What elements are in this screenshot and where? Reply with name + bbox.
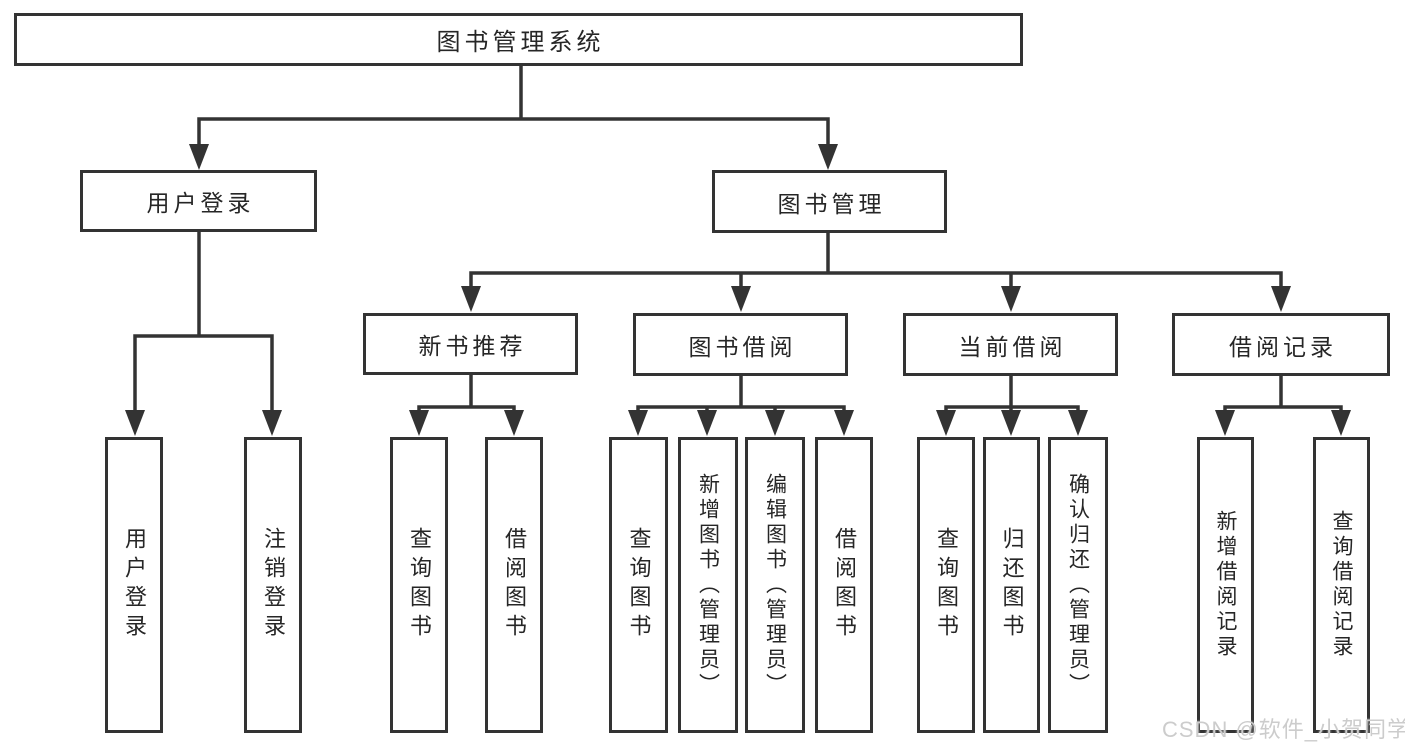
leaf-query-books-current-label: 查询图书	[934, 527, 959, 643]
leaf-user-login: 用户登录	[105, 437, 163, 733]
leaf-query-books-borrow-label: 查询图书	[626, 527, 652, 643]
leaf-query-books-borrow: 查询图书	[609, 437, 668, 733]
leaf-edit-book-admin-label: 编辑图书（管理员）	[763, 472, 787, 698]
node-root-label: 图书管理系统	[436, 29, 605, 56]
leaf-borrow-books-borrow: 借阅图书	[815, 437, 873, 733]
leaf-confirm-return-admin: 确认归还（管理员）	[1048, 437, 1108, 733]
node-borrow-records: 借阅记录	[1172, 313, 1390, 376]
node-root: 图书管理系统	[14, 13, 1023, 66]
node-book-management: 图书管理	[712, 170, 947, 233]
node-current-borrow: 当前借阅	[903, 313, 1118, 376]
leaf-return-books-label: 归还图书	[999, 527, 1025, 643]
node-current-borrow-label: 当前借阅	[958, 333, 1067, 360]
leaf-query-books-current: 查询图书	[917, 437, 975, 733]
leaf-add-book-admin: 新增图书（管理员）	[678, 437, 738, 733]
leaf-query-borrow-record-label: 查询借阅记录	[1330, 510, 1353, 660]
node-book-management-label: 图书管理	[777, 190, 886, 217]
leaf-borrow-books-borrow-label: 借阅图书	[832, 527, 857, 643]
leaf-return-books: 归还图书	[983, 437, 1040, 733]
node-user-login: 用户登录	[80, 170, 317, 232]
leaf-query-books-recommend-label: 查询图书	[407, 527, 432, 643]
leaf-add-borrow-record: 新增借阅记录	[1197, 437, 1254, 733]
leaf-add-borrow-record-label: 新增借阅记录	[1214, 510, 1237, 660]
leaf-user-login-label: 用户登录	[122, 527, 147, 643]
node-book-borrow: 图书借阅	[633, 313, 848, 376]
csdn-watermark: CSDN @软件_小贺同学	[1162, 717, 1405, 742]
node-user-login-label: 用户登录	[146, 190, 255, 216]
node-book-borrow-label: 图书借阅	[688, 333, 797, 360]
leaf-borrow-books-recommend-label: 借阅图书	[502, 527, 527, 643]
leaf-query-books-recommend: 查询图书	[390, 437, 448, 733]
leaf-add-book-admin-label: 新增图书（管理员）	[696, 472, 720, 698]
leaf-confirm-return-admin-label: 确认归还（管理员）	[1066, 472, 1090, 698]
leaf-logout-login: 注销登录	[244, 437, 302, 733]
arrowheads	[125, 144, 1351, 436]
node-borrow-records-label: 借阅记录	[1229, 333, 1337, 360]
node-new-book-recommend-label: 新书推荐	[418, 333, 527, 359]
leaf-query-borrow-record: 查询借阅记录	[1313, 437, 1370, 733]
leaf-edit-book-admin: 编辑图书（管理员）	[745, 437, 805, 733]
leaf-logout-login-label: 注销登录	[261, 527, 286, 643]
node-new-book-recommend: 新书推荐	[363, 313, 578, 375]
leaf-borrow-books-recommend: 借阅图书	[485, 437, 543, 733]
